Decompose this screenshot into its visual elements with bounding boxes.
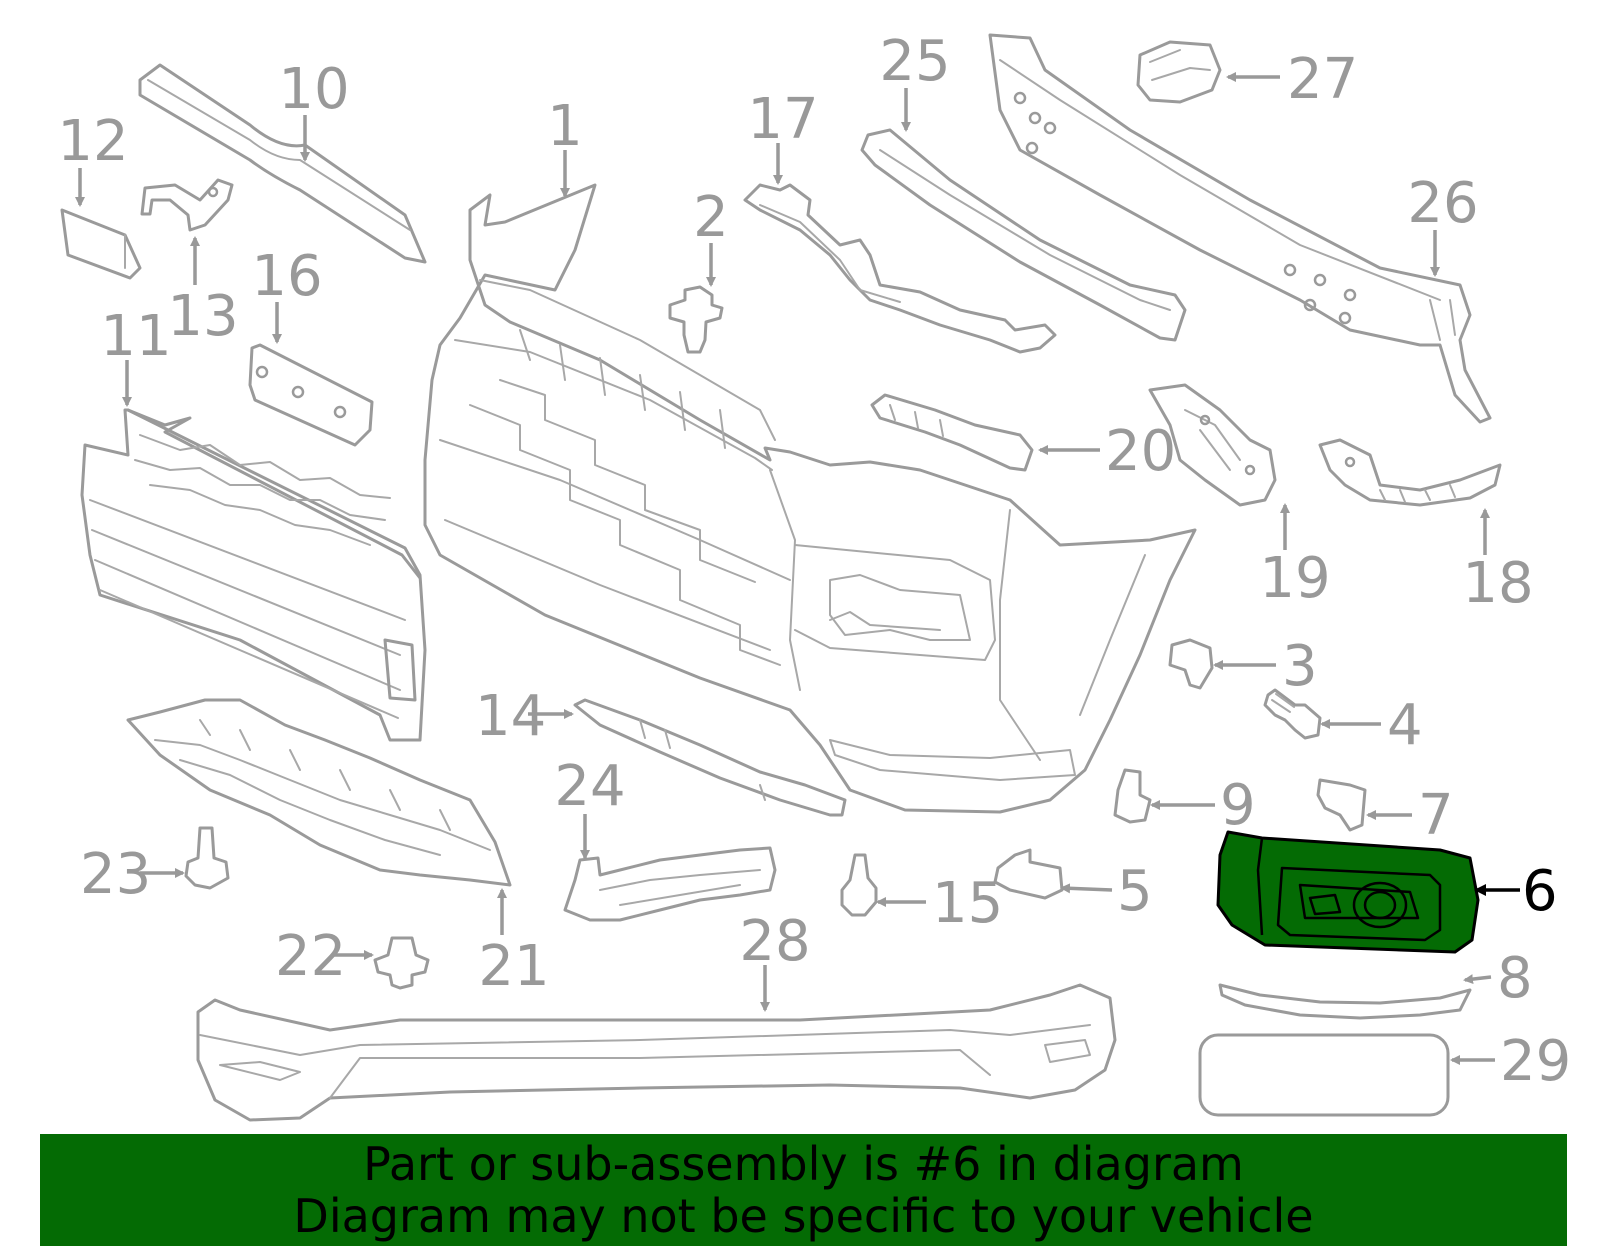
part-24-lower-bracket[interactable] (563, 846, 777, 922)
part-20-bracket[interactable] (870, 393, 1034, 472)
callout-numbers: 1 2 3 4 5 6 7 8 9 10 11 12 13 14 15 16 1… (57, 29, 1571, 1094)
callout-10: 10 (278, 57, 349, 122)
callout-1: 1 (547, 94, 583, 159)
part-17-retainer[interactable] (743, 183, 1057, 354)
callout-27: 27 (1287, 47, 1358, 112)
banner-line-1: Part or sub-assembly is #6 in diagram (363, 1137, 1244, 1191)
callout-13: 13 (167, 284, 238, 349)
part-27-bracket[interactable] (1136, 40, 1222, 104)
callout-25: 25 (879, 29, 950, 94)
part-9-clip[interactable] (1113, 768, 1152, 824)
callout-21: 21 (478, 934, 549, 999)
callout-6: 6 (1522, 859, 1558, 924)
part-8-trim-strip[interactable] (1218, 983, 1472, 1020)
callout-17: 17 (747, 87, 818, 152)
callout-11: 11 (100, 304, 171, 369)
callout-23: 23 (80, 842, 151, 907)
part-23-bolt[interactable] (184, 826, 230, 890)
part-22-clip[interactable] (373, 936, 430, 990)
callout-15: 15 (932, 871, 1003, 936)
part-4-screw[interactable] (1263, 688, 1322, 740)
part-16-plate[interactable] (248, 343, 374, 447)
part-12-cover[interactable] (60, 208, 142, 280)
callout-12: 12 (57, 109, 128, 174)
part-11-lower-grille[interactable] (80, 408, 427, 742)
part-10-garnish-strip[interactable] (138, 63, 427, 264)
part-1-bumper-cover[interactable] (423, 183, 1197, 814)
part-29-cover-plate[interactable] (1198, 1033, 1450, 1117)
callout-29: 29 (1500, 1029, 1571, 1094)
part-14-lower-strip[interactable] (573, 698, 847, 817)
part-19-side-bracket[interactable] (1148, 383, 1277, 507)
callout-5: 5 (1117, 859, 1153, 924)
part-15-push-clip[interactable] (840, 853, 878, 917)
notice-banner: Part or sub-assembly is #6 in diagram Di… (40, 1134, 1567, 1246)
callout-24: 24 (554, 754, 625, 819)
callout-2: 2 (693, 185, 729, 250)
callout-7: 7 (1418, 783, 1454, 848)
callout-28: 28 (739, 909, 810, 974)
callout-16: 16 (251, 244, 322, 309)
part-6-fog-lamp-bezel[interactable] (1216, 830, 1480, 954)
callout-3: 3 (1282, 634, 1318, 699)
part-5-bracket[interactable] (993, 848, 1064, 900)
callout-19: 19 (1259, 546, 1330, 611)
callout-8: 8 (1497, 946, 1533, 1011)
leader-lines (75, 72, 1520, 1065)
callout-20: 20 (1105, 419, 1176, 484)
callout-9: 9 (1220, 773, 1256, 838)
part-7-clip[interactable] (1316, 778, 1367, 832)
part-3-bracket[interactable] (1168, 638, 1214, 690)
callout-26: 26 (1407, 171, 1478, 236)
part-2-clip[interactable] (668, 285, 724, 354)
callout-22: 22 (275, 924, 346, 989)
part-21-under-cover[interactable] (126, 698, 512, 887)
part-28-lower-spoiler[interactable] (196, 983, 1117, 1122)
callout-14: 14 (475, 684, 546, 749)
part-13-bracket[interactable] (140, 178, 234, 232)
banner-line-2: Diagram may not be specific to your vehi… (293, 1189, 1314, 1243)
callout-18: 18 (1462, 551, 1533, 616)
callout-4: 4 (1387, 693, 1423, 758)
part-18-side-retainer[interactable] (1318, 438, 1502, 507)
part-26-reinforcement-beam[interactable] (988, 33, 1492, 424)
part-25-reinforcement[interactable] (860, 128, 1187, 342)
